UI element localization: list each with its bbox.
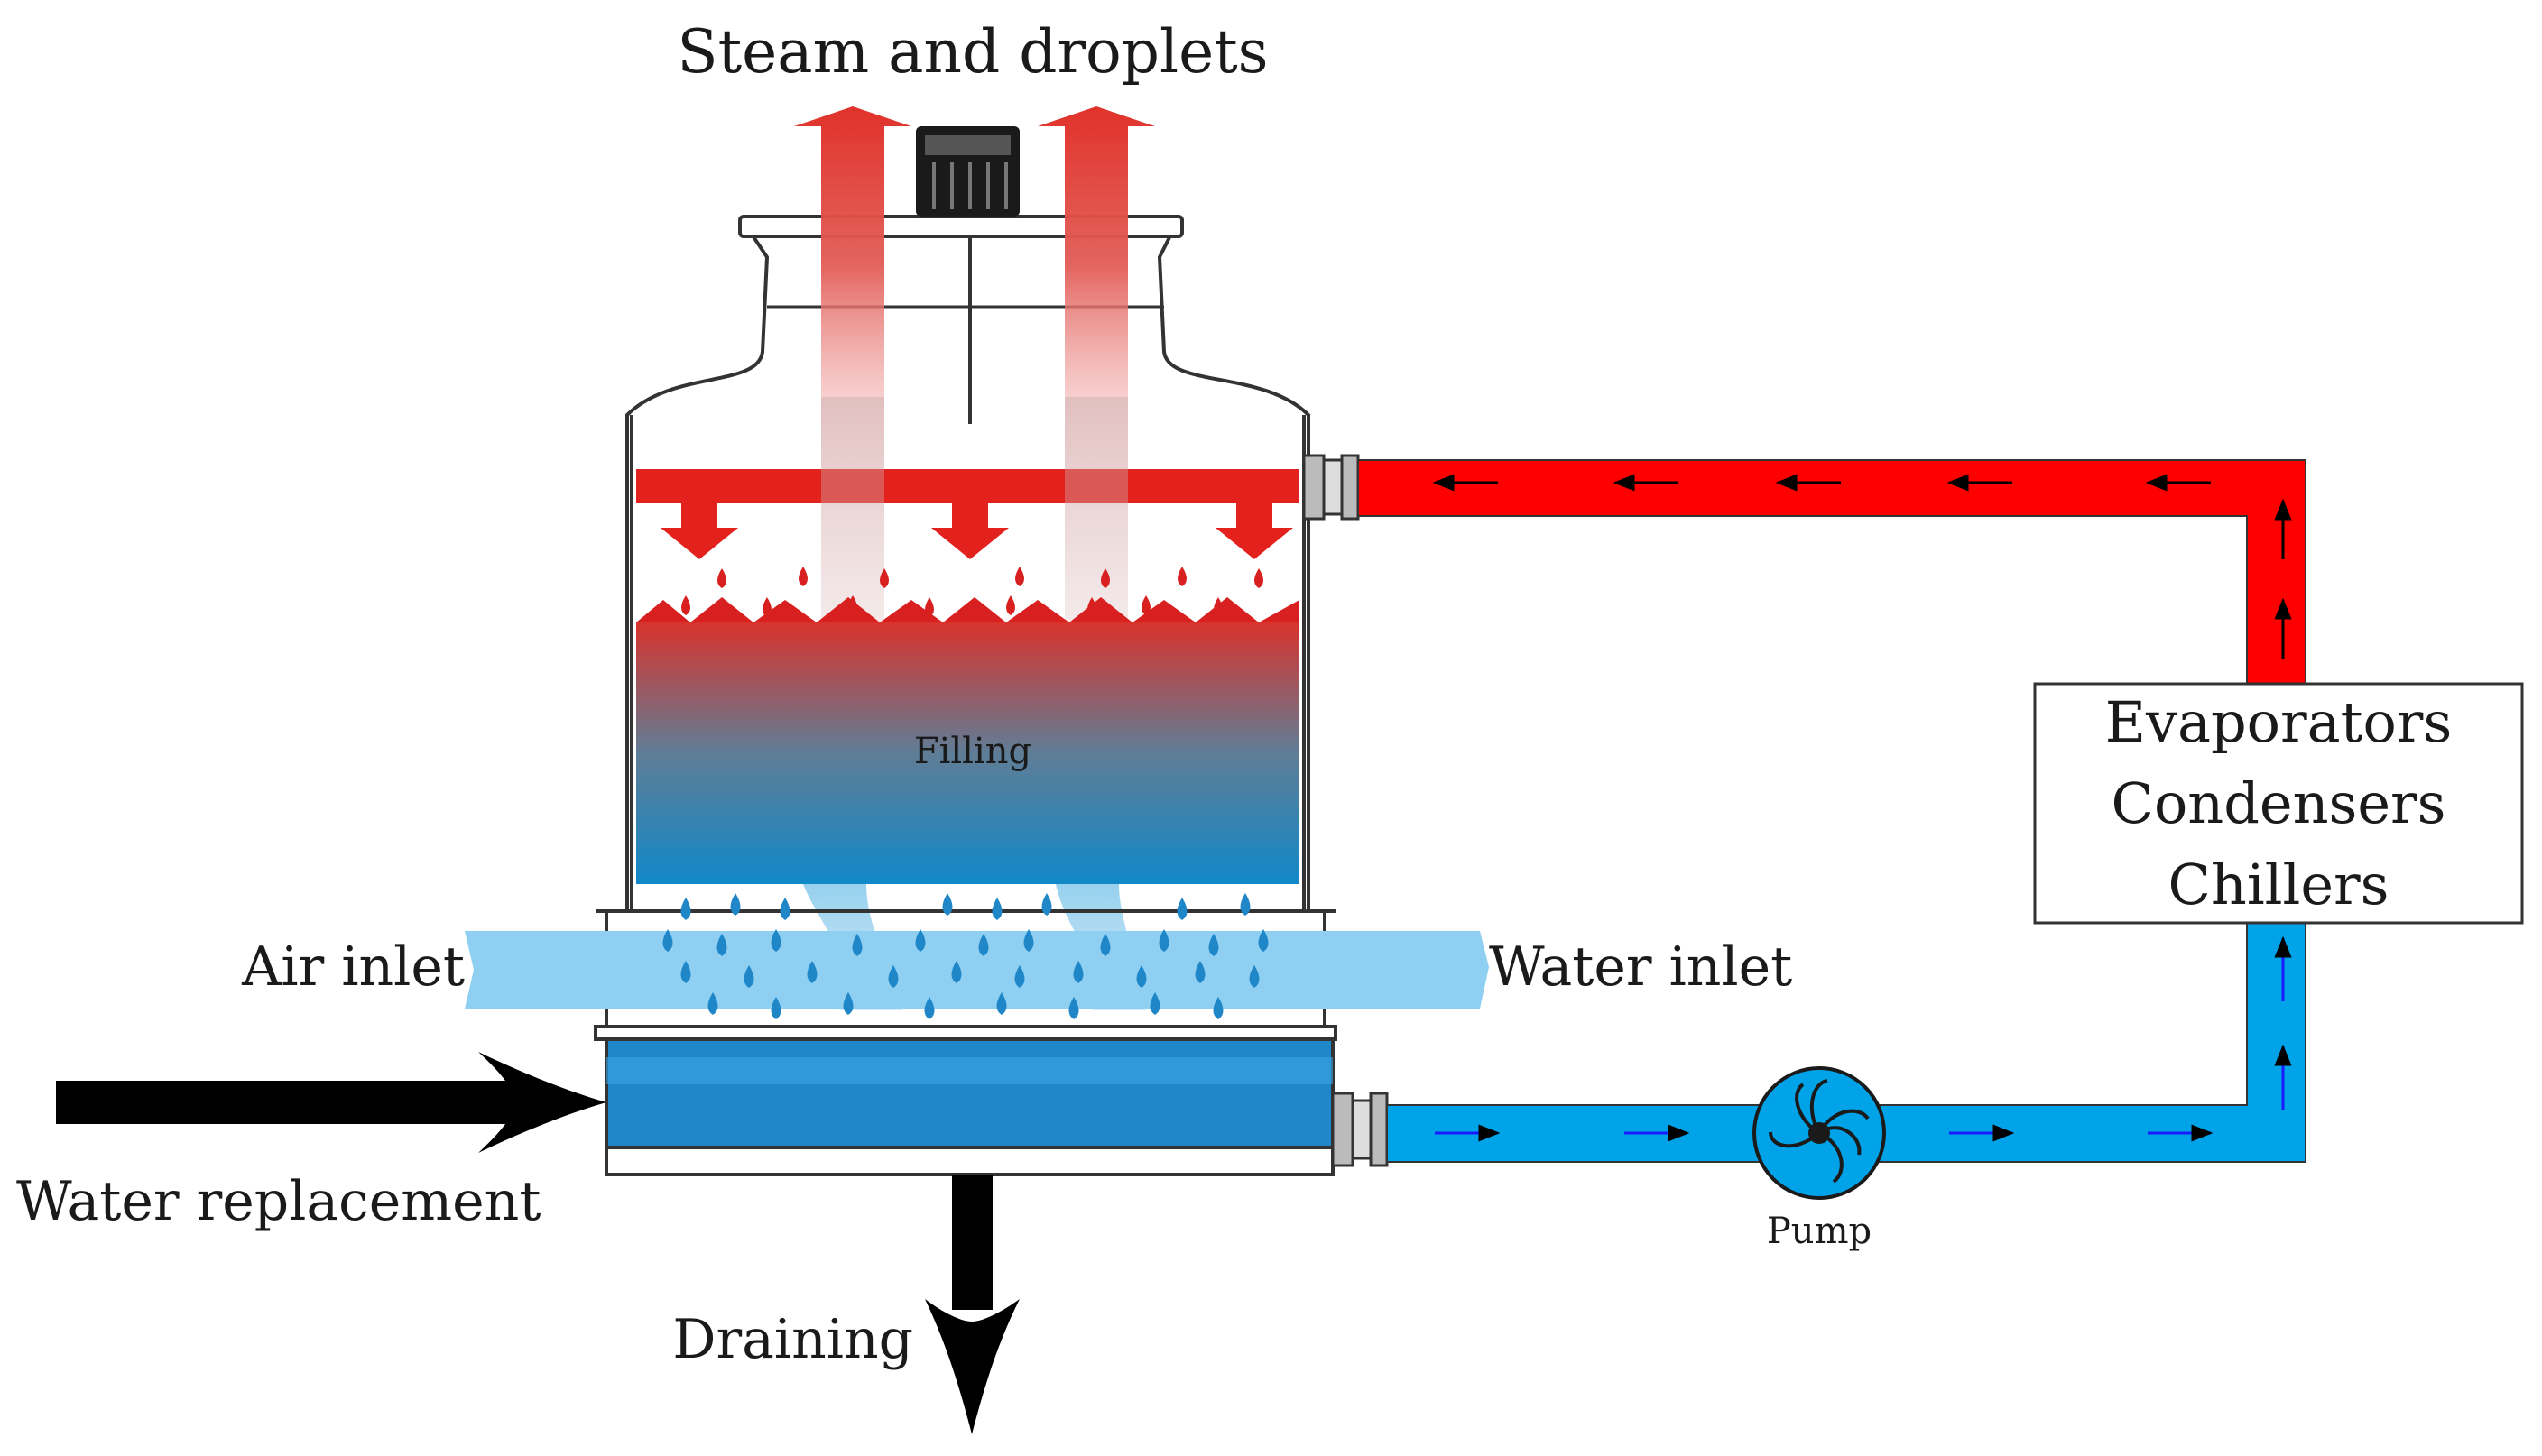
water-replacement-arrow-icon <box>56 1052 606 1153</box>
label-filling: Filling <box>914 731 1031 772</box>
tower-basin-rim <box>594 1025 1337 1041</box>
fan-motor-icon <box>916 126 1020 217</box>
tower-base <box>605 1146 1335 1176</box>
filling-block <box>636 622 1299 884</box>
hot-water-pipe <box>1357 459 2306 687</box>
air-inlet-band <box>465 931 1489 1009</box>
cooling-tower <box>465 106 1489 1176</box>
equipment-box <box>2033 682 2524 925</box>
label-draining: Draining <box>672 1308 913 1371</box>
label-air-inlet: Air inlet <box>241 935 465 999</box>
hot-water-distribution-header <box>636 469 1299 503</box>
cold-water-basin <box>605 1037 1335 1149</box>
hot-water-inlet-flange <box>1302 454 1360 521</box>
pump-icon <box>1752 1066 1886 1200</box>
label-water-replacement: Water replacement <box>16 1170 541 1233</box>
label-steam-and-droplets: Steam and droplets <box>677 17 1268 87</box>
distribution-arrow-icons <box>661 503 1293 559</box>
cold-droplets <box>662 893 1269 1019</box>
label-pump: Pump <box>1767 1211 1872 1252</box>
flow-arrow-icon <box>1435 935 2292 1142</box>
cold-water-outlet-flange <box>1331 1092 1389 1167</box>
label-water-inlet: Water inlet <box>1489 935 1792 999</box>
label-condensers: Condensers <box>2112 770 2446 836</box>
label-chillers: Chillers <box>2168 852 2389 917</box>
label-evaporators: Evaporators <box>2105 689 2453 755</box>
hot-droplets <box>636 567 1299 622</box>
draining-arrow-icon <box>925 1175 1020 1434</box>
flow-arrow-icon <box>1432 474 2292 659</box>
